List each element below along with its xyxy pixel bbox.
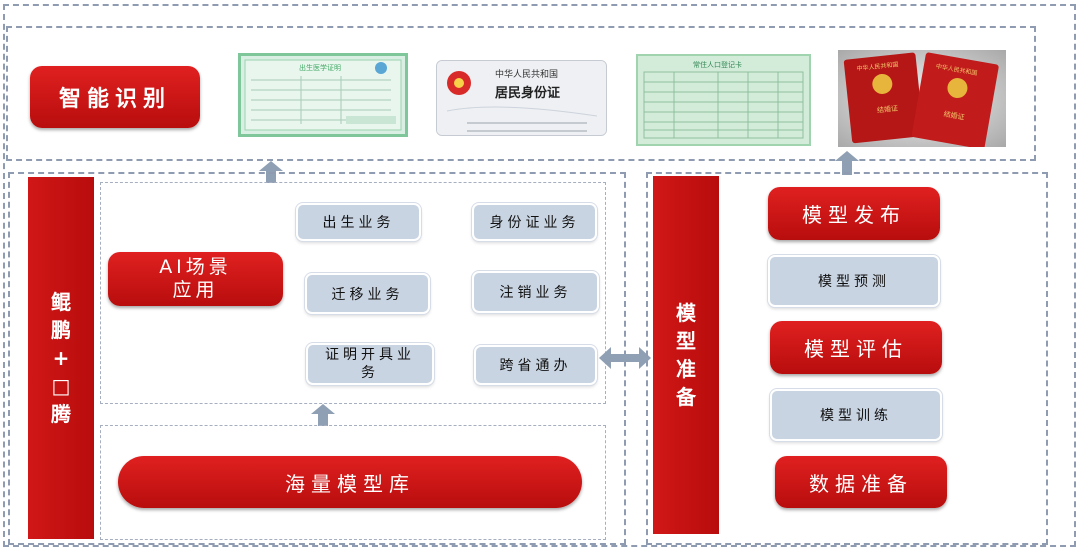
smart-recognition-label: 智能识别 — [30, 66, 200, 128]
ai-scene-frame — [100, 182, 606, 404]
id-card-graphic: 中华人民共和国 居民身份证 — [437, 61, 606, 135]
id-card-image: 中华人民共和国 居民身份证 — [436, 60, 607, 136]
arrow-up-right-icon — [835, 151, 859, 175]
service-migration: 迁移业务 — [305, 273, 430, 314]
household-register-graphic: 常住人口登记卡 — [638, 56, 809, 144]
arrow-up-library-icon — [311, 404, 335, 426]
model-prep-line1: 模 — [676, 301, 696, 325]
household-register-title: 常住人口登记卡 — [693, 60, 742, 69]
model-library-label: 海量模型库 — [118, 456, 582, 508]
marriage-certificate-graphic: 中华人民共和国 结婚证 中华人民共和国 结婚证 — [838, 50, 1006, 147]
data-prep-label: 数据准备 — [775, 456, 947, 508]
service-birth: 出生业务 — [296, 203, 421, 241]
service-cross-province: 跨省通办 — [474, 345, 597, 385]
model-publish-label: 模型发布 — [768, 187, 940, 240]
kunpeng-bar-line3: + — [52, 346, 70, 370]
kunpeng-bar-line5: 腾 — [51, 402, 71, 426]
marriage-certificate-image: 中华人民共和国 结婚证 中华人民共和国 结婚证 — [838, 50, 1006, 147]
model-train-label: 模型训练 — [770, 389, 942, 441]
model-library-frame — [100, 425, 606, 540]
model-prep-line2: 型 — [676, 329, 696, 353]
model-prep-bar: 模 型 准 备 — [653, 176, 719, 534]
birth-certificate-graphic: 出生医学证明 — [244, 59, 402, 131]
model-prep-line4: 备 — [676, 385, 696, 409]
kunpeng-bar-line1: 鲲 — [51, 290, 71, 314]
birth-cert-title: 出生医学证明 — [299, 63, 341, 72]
marriage-cert-1-subtitle: 结婚证 — [877, 104, 899, 115]
service-cancel: 注销业务 — [472, 271, 599, 313]
top-section-frame — [6, 26, 1036, 161]
service-id-card: 身份证业务 — [472, 203, 597, 241]
model-evaluate-label: 模型评估 — [770, 321, 942, 374]
kunpeng-bar: 鲲 鹏 + □ 腾 — [28, 177, 94, 539]
birth-certificate-image: 出生医学证明 — [238, 53, 408, 137]
ai-scene-line1: AI场景 — [159, 256, 232, 278]
ai-scene-line2: 应用 — [172, 279, 219, 301]
model-prep-line3: 准 — [676, 357, 696, 381]
ai-scene-label: AI场景 应用 — [108, 252, 283, 306]
outer-frame — [3, 4, 1076, 547]
kunpeng-bar-line2: 鹏 — [51, 318, 71, 342]
household-register-image: 常住人口登记卡 — [636, 54, 811, 146]
double-arrow-icon — [599, 347, 651, 369]
kunpeng-bar-line4: □ — [51, 374, 71, 398]
id-card-title: 中华人民共和国 — [495, 68, 558, 80]
right-section-frame — [646, 172, 1048, 545]
service-certificate: 证明开具业务 — [306, 343, 434, 385]
marriage-cert-2-subtitle: 结婚证 — [943, 109, 965, 122]
id-card-subtitle: 居民身份证 — [495, 85, 560, 101]
model-predict-label: 模型预测 — [768, 255, 940, 307]
